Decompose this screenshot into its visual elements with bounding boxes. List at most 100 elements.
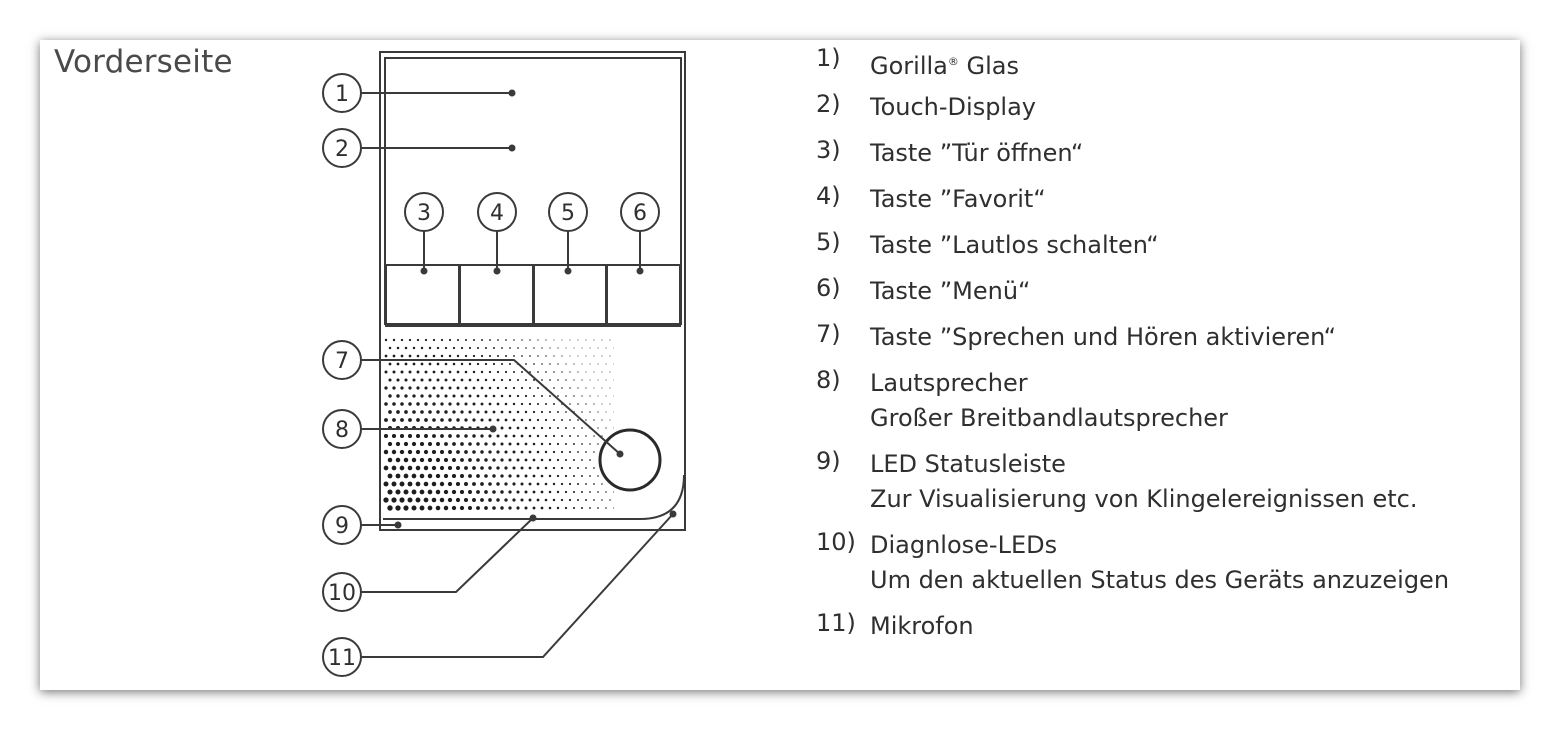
grille-dot [416,370,420,374]
grille-dot [532,506,536,510]
grille-dot [605,363,607,365]
grille-dot [552,466,556,470]
grille-dot [439,497,445,503]
grille-dot [581,459,583,461]
grille-dot [496,498,500,502]
grille-dot [403,505,409,511]
grille-dot [452,346,456,350]
grille-dot [585,419,587,421]
grille-dot [496,370,500,374]
grille-dot [577,355,579,357]
grille-dot [557,411,559,413]
grille-dot [597,475,599,477]
grille-dot [540,426,544,430]
grille-dot [524,410,528,414]
grille-dot [427,441,433,447]
grille-dot [476,442,480,446]
grille-dot [464,402,468,406]
grille-dot [493,347,495,349]
grille-dot [520,498,524,502]
callout-number-7: 7 [335,349,349,374]
grille-dot [403,441,409,447]
grille-dot [464,482,468,486]
grille-dot [460,378,464,382]
grille-dot [556,458,560,462]
grille-dot [613,491,614,493]
grille-dot [601,499,603,501]
grille-dot [428,346,432,350]
grille-dot [601,355,603,357]
grille-dot [436,362,440,366]
grille-dot [476,362,480,366]
leader-dot-6 [636,267,644,275]
legend-label: Taste ”Tür öffnen“ [870,139,1084,167]
grille-dot [424,386,428,390]
leader-line-11 [361,513,674,658]
grille-dot [424,402,428,406]
grille-dot [556,442,560,446]
grille-dot [585,499,587,501]
grille-dot [395,505,401,511]
grille-dot [451,489,457,495]
grille-dot [476,394,480,398]
grille-dot [524,426,528,430]
grille-dot [428,394,432,398]
grille-dot [468,458,472,462]
legend-item-10: 10) Diagnlose-LEDs Um den aktuellen Stat… [816,528,1449,609]
grille-dot [613,395,614,397]
grille-dot [399,465,405,471]
grille-dot [581,395,583,397]
grille-dot [488,402,492,406]
grille-dot [419,473,425,479]
grille-dot [448,338,452,342]
grille-dot [391,481,397,487]
grille-dot [508,458,512,462]
grille-dot [460,410,464,414]
grille-dot [593,451,595,453]
grille-dot [500,474,504,478]
grille-dot [564,506,568,510]
grille-dot [492,378,496,382]
legend-number: 3) [816,136,841,164]
grille-dot [400,338,404,342]
grille-dot [552,482,556,486]
grille-dot [472,402,476,406]
grille-dot [391,433,397,439]
grille-dot [573,379,575,381]
grille-dot [609,355,611,357]
grille-dot [560,498,564,502]
grille-dot [577,419,579,421]
grille-dot [419,489,425,495]
grille-dot [581,363,583,365]
grille-dot [564,458,568,462]
grille-dot [601,387,603,389]
legend-item-2: 2) Touch-Display [816,90,1449,136]
grille-dot [488,482,492,486]
grille-dot [532,458,536,462]
grille-dot [573,363,575,365]
grille-dot [528,434,532,438]
leader-dot-4 [493,267,501,275]
grille-dot [581,491,583,493]
grille-dot [553,371,555,373]
grille-dot [415,481,421,487]
grille-dot [613,363,614,365]
grille-dot [597,443,599,445]
grille-dot [585,387,587,389]
grille-dot [455,497,461,503]
grille-dot [480,418,484,422]
grille-dot [589,363,591,365]
grille-dot [577,339,579,341]
grille-dot [408,402,412,406]
grille-dot [472,370,476,374]
grille-dot [548,474,552,478]
grille-dot [528,386,532,390]
legend-number: 7) [816,320,841,348]
grille-dot [463,497,469,503]
grille-dot [500,378,504,382]
grille-dot [444,410,448,414]
grille-dot [480,370,484,374]
grille-dot [452,442,456,446]
grille-dot [480,354,484,358]
grille-dot [468,410,472,414]
